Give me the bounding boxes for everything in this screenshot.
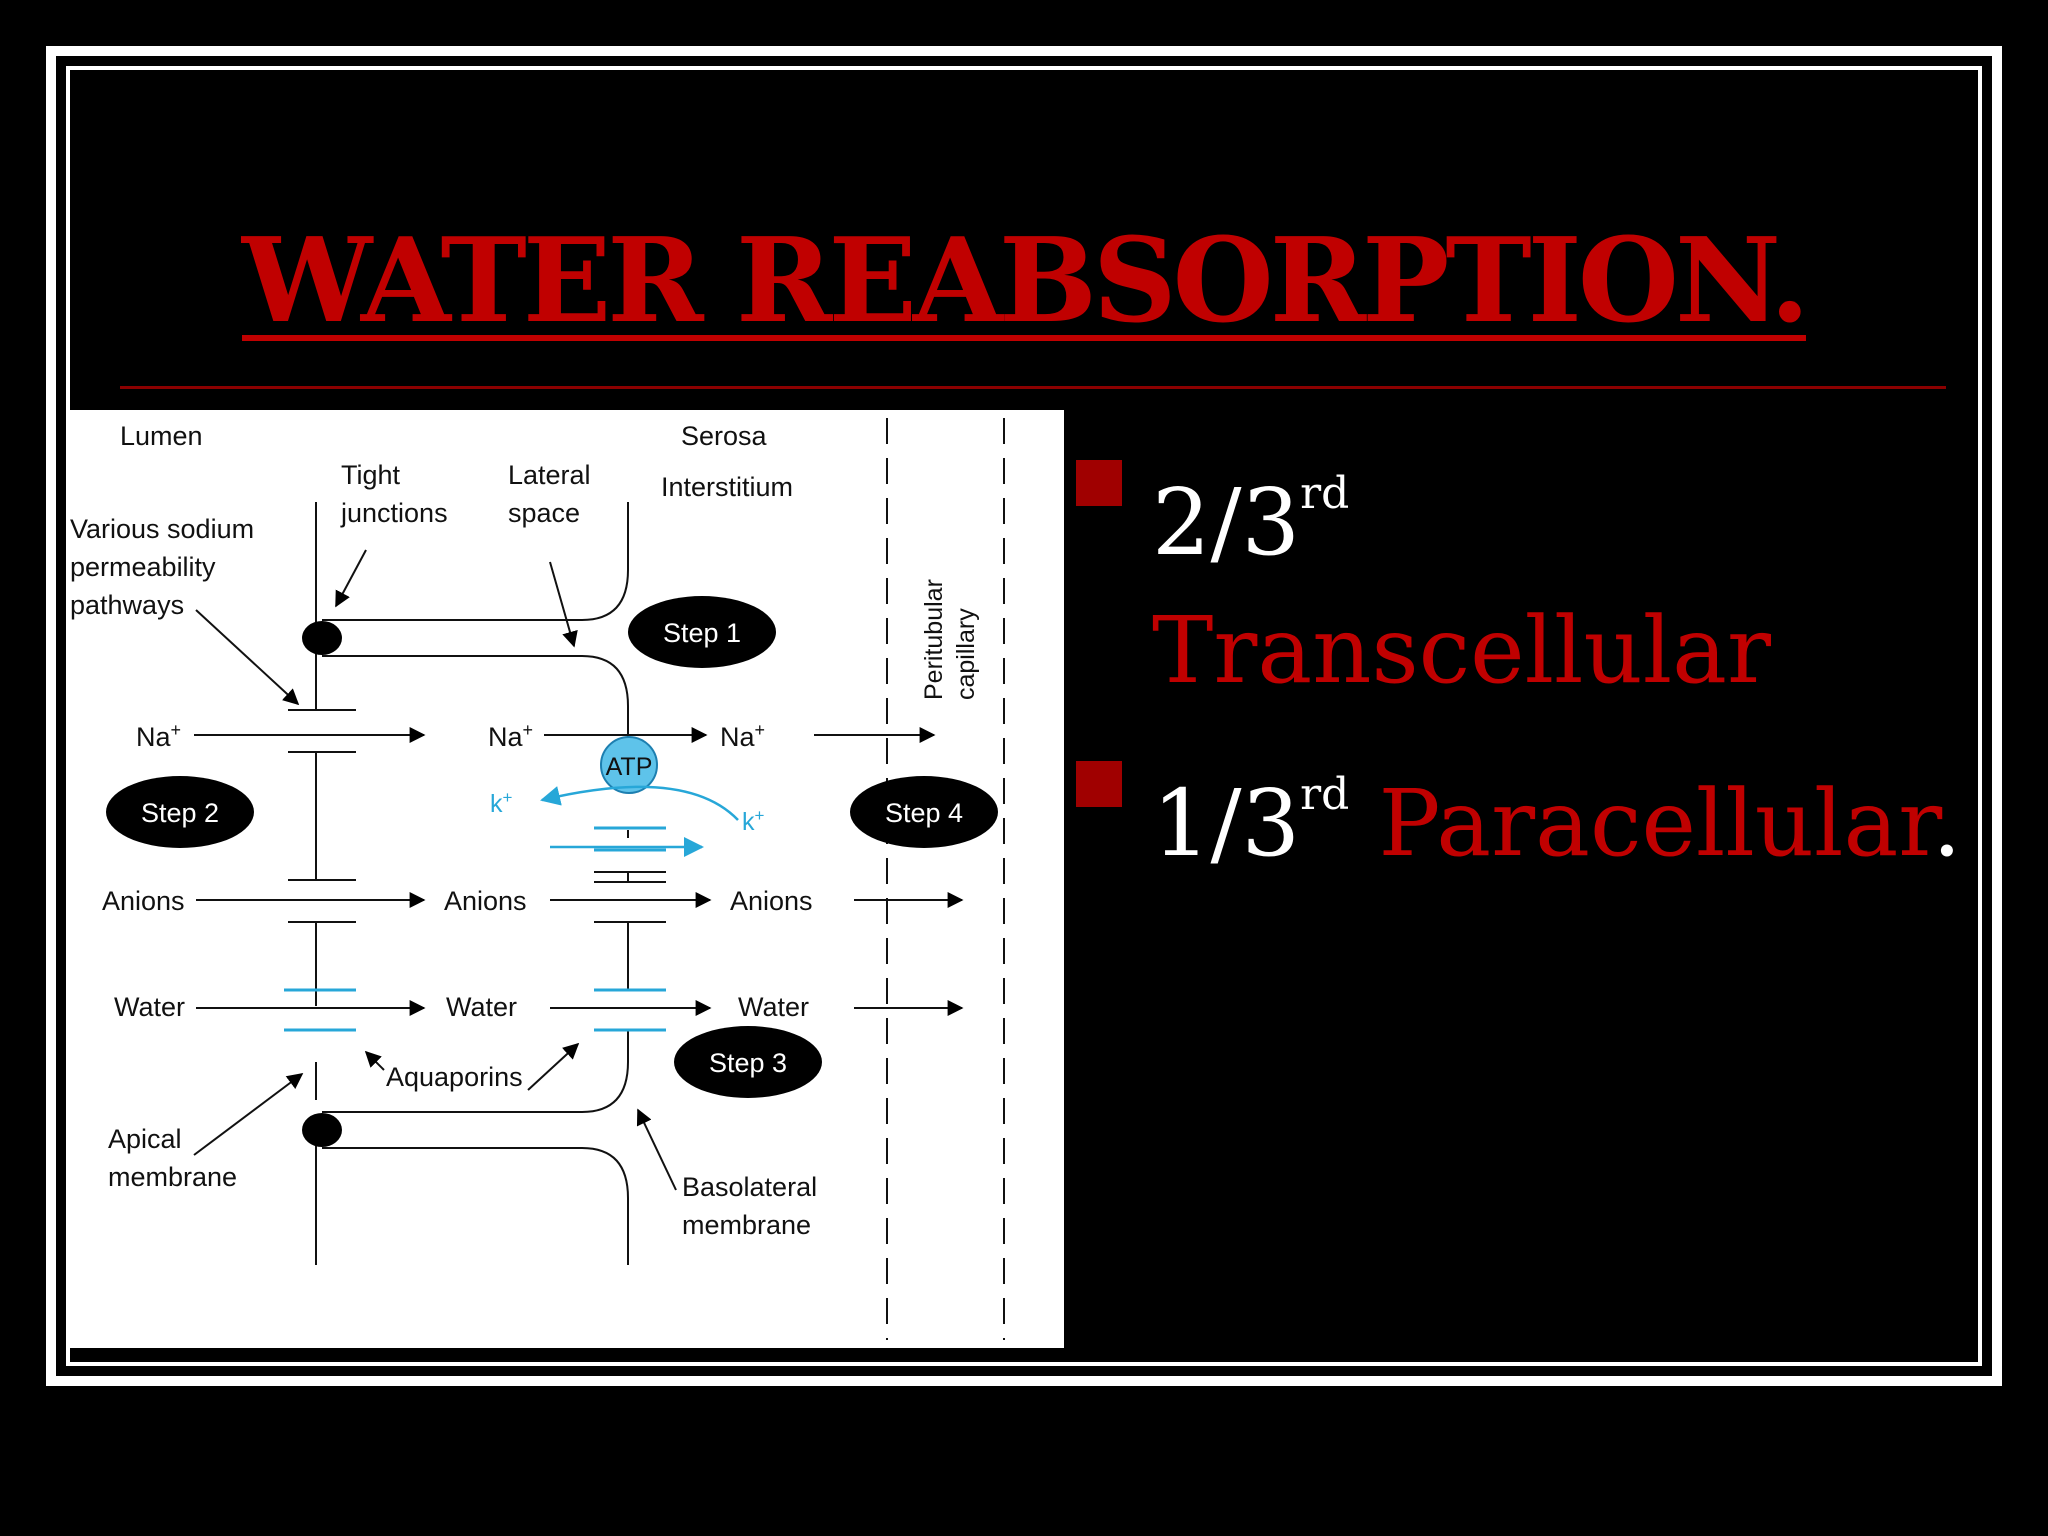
step-4: Step 4 [850,776,998,848]
basolateral-blue-channels [594,826,666,1032]
svg-text:Na+: Na+ [720,720,765,752]
bullet-list: 2/3rd Transcellular 1/3rd Paracellular. [1076,430,1976,888]
bullet-label: Transcellular [1152,597,1771,704]
potassium-flow: k+ k+ [490,785,765,857]
atp-pump: ATP [600,736,658,794]
lateral-space-walls [322,502,629,1265]
bullet-fraction: 1/3 [1152,770,1301,877]
label-serosa: Serosa [681,421,768,451]
svg-text:Anions: Anions [444,886,527,916]
label-space: space [508,498,580,528]
water-row: Water Water Water [114,992,964,1022]
bullet-fraction: 2/3 [1152,469,1301,576]
apical-channels [288,709,356,923]
label-junctions: junctions [340,498,448,528]
pointer-arrows [193,549,677,1191]
svg-text:Step 4: Step 4 [885,798,963,828]
slide-title: WATER REABSORPTION. [242,213,1810,349]
label-tight: Tight [341,460,401,490]
bullet-marker-square [1076,761,1122,807]
svg-text:Water: Water [738,992,809,1022]
svg-text:Na+: Na+ [136,720,181,752]
label-lateral: Lateral [508,460,591,490]
label-permeability: permeability [70,552,216,582]
svg-text:Na+: Na+ [488,720,533,752]
bullet-transcellular: 2/3rd Transcellular [1076,430,1976,715]
svg-text:k+: k+ [490,788,513,818]
apical-aquaporin [284,988,356,1032]
svg-text:Step 3: Step 3 [709,1048,787,1078]
tight-junction-bottom [302,1113,342,1147]
label-apical-membrane: membrane [108,1162,237,1192]
svg-text:Anions: Anions [102,886,185,916]
step-3: Step 3 [674,1026,822,1098]
slide-frame-outer [46,46,2002,1386]
tight-junction-top [302,621,342,655]
label-basolateral-membrane: membrane [682,1210,811,1240]
label-lumen: Lumen [120,421,203,451]
label-capillary: capillary [952,608,980,700]
svg-text:ATP: ATP [606,753,653,781]
svg-text:Water: Water [446,992,517,1022]
anions-row: Anions Anions Anions [102,886,964,916]
svg-text:Step 1: Step 1 [663,618,741,648]
sodium-row: Na+ Na+ Na+ [136,720,936,752]
bullet-marker-square [1076,460,1122,506]
label-aquaporins: Aquaporins [386,1062,523,1092]
bullet-label: Paracellular [1378,770,1933,877]
label-various-sodium: Various sodium [70,514,254,544]
title-divider [120,386,1946,389]
label-interstitium: Interstitium [661,472,793,502]
bullet-paracellular: 1/3rd Paracellular. [1076,731,1976,888]
step-1: Step 1 [628,596,776,668]
svg-text:Step 2: Step 2 [141,798,219,828]
basolateral-channels [594,871,666,923]
label-basolateral: Basolateral [682,1172,817,1202]
step-2: Step 2 [106,776,254,848]
water-reabsorption-diagram: Lumen Serosa Interstitium Tight junction… [66,410,1064,1348]
bullet-superscript: rd [1300,769,1350,820]
svg-text:Anions: Anions [730,886,813,916]
label-pathways: pathways [70,590,184,620]
bullet-suffix: . [1932,770,1962,877]
label-peritubular: Peritubular [920,579,948,700]
label-apical: Apical [108,1124,182,1154]
bullet-superscript: rd [1300,468,1350,519]
svg-text:Water: Water [114,992,185,1022]
svg-text:k+: k+ [742,806,765,836]
